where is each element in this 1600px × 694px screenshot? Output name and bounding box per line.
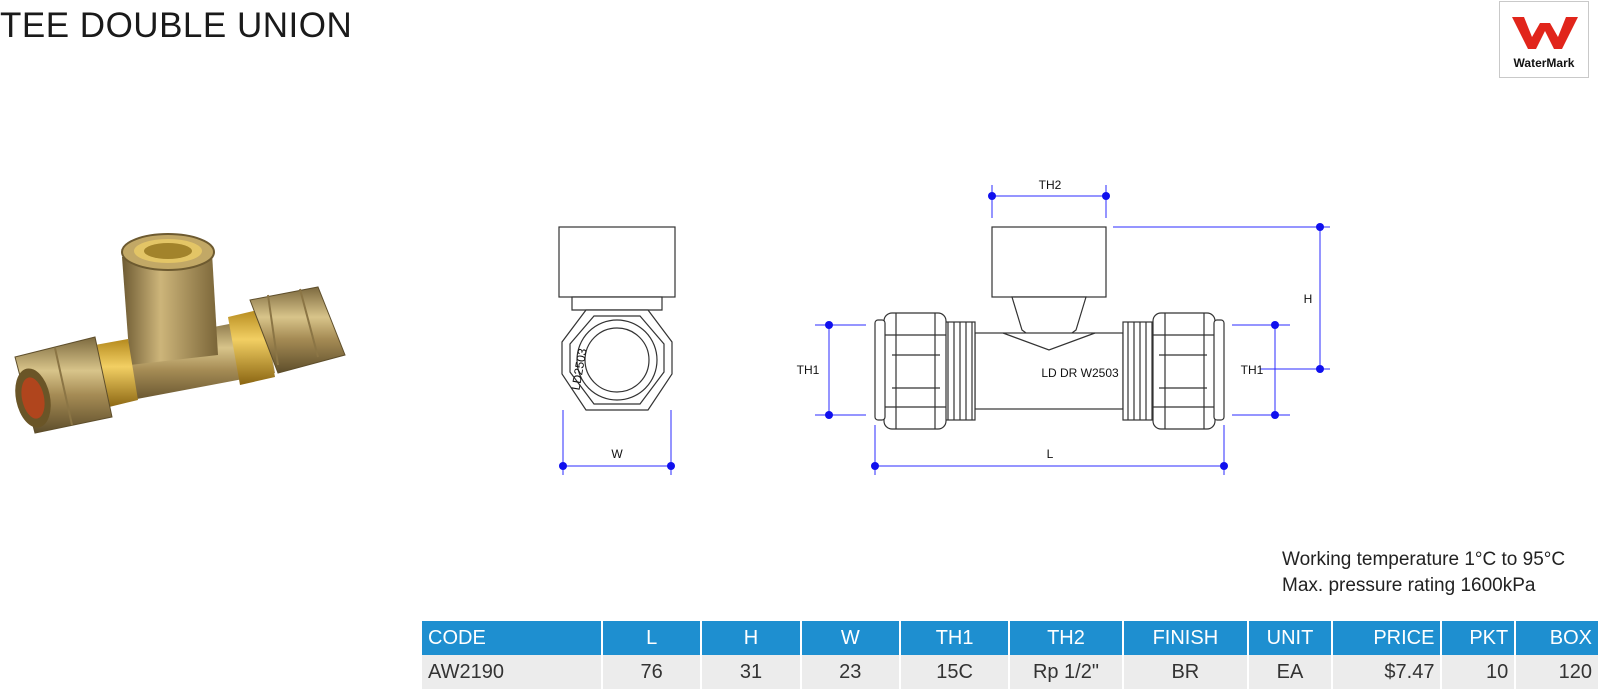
specification-notes: Working temperature 1°C to 95°C Max. pre… xyxy=(1282,547,1565,599)
column-header-h: H xyxy=(702,621,800,655)
cell-box: 120 xyxy=(1516,655,1598,689)
cell-pkt: 10 xyxy=(1442,655,1515,689)
watermark-logo: WaterMark xyxy=(1499,1,1589,78)
product-spec-table: CODE L H W TH1 TH2 FINISH UNIT PRICE PKT… xyxy=(420,621,1600,689)
column-header-unit: UNIT xyxy=(1249,621,1331,655)
table-row: AW2190 76 31 23 15C Rp 1/2" BR EA $7.47 … xyxy=(422,655,1598,689)
column-header-code: CODE xyxy=(422,621,601,655)
column-header-l: L xyxy=(603,621,701,655)
cell-th2: Rp 1/2" xyxy=(1010,655,1122,689)
table-header-row: CODE L H W TH1 TH2 FINISH UNIT PRICE PKT… xyxy=(422,621,1598,655)
cell-th1: 15C xyxy=(900,655,1009,689)
cell-h: 31 xyxy=(702,655,800,689)
watermark-logo-text: WaterMark xyxy=(1513,56,1575,70)
product-photo xyxy=(14,233,346,434)
column-header-price: PRICE xyxy=(1332,621,1441,655)
dimension-points xyxy=(559,192,1324,470)
cell-unit: EA xyxy=(1249,655,1331,689)
page-title: TEE DOUBLE UNION xyxy=(0,6,353,45)
watermark-icon xyxy=(1512,17,1578,49)
dim-label-l: L xyxy=(1047,447,1054,461)
dim-label-h: H xyxy=(1304,292,1313,306)
dim-label-th2: TH2 xyxy=(1039,178,1062,192)
front-view-drawing xyxy=(874,226,1225,430)
dim-label-w: W xyxy=(611,447,623,461)
column-header-box: BOX xyxy=(1516,621,1598,655)
cell-w: 23 xyxy=(801,655,899,689)
cell-l: 76 xyxy=(603,655,701,689)
dim-label-th1-left: TH1 xyxy=(797,363,820,377)
column-header-finish: FINISH xyxy=(1123,621,1248,655)
cell-price: $7.47 xyxy=(1332,655,1441,689)
column-header-th1: TH1 xyxy=(900,621,1009,655)
side-view-drawing xyxy=(558,226,676,411)
working-temperature-note: Working temperature 1°C to 95°C xyxy=(1282,549,1566,570)
pressure-rating-note: Max. pressure rating 1600kPa xyxy=(1282,575,1536,596)
cell-finish: BR xyxy=(1123,655,1248,689)
column-header-w: W xyxy=(801,621,899,655)
dim-label-th1-right: TH1 xyxy=(1241,363,1264,377)
column-header-th2: TH2 xyxy=(1010,621,1122,655)
cell-code: AW2190 xyxy=(422,655,601,689)
column-header-pkt: PKT xyxy=(1442,621,1515,655)
front-marking: LD DR W2503 xyxy=(1041,366,1119,380)
